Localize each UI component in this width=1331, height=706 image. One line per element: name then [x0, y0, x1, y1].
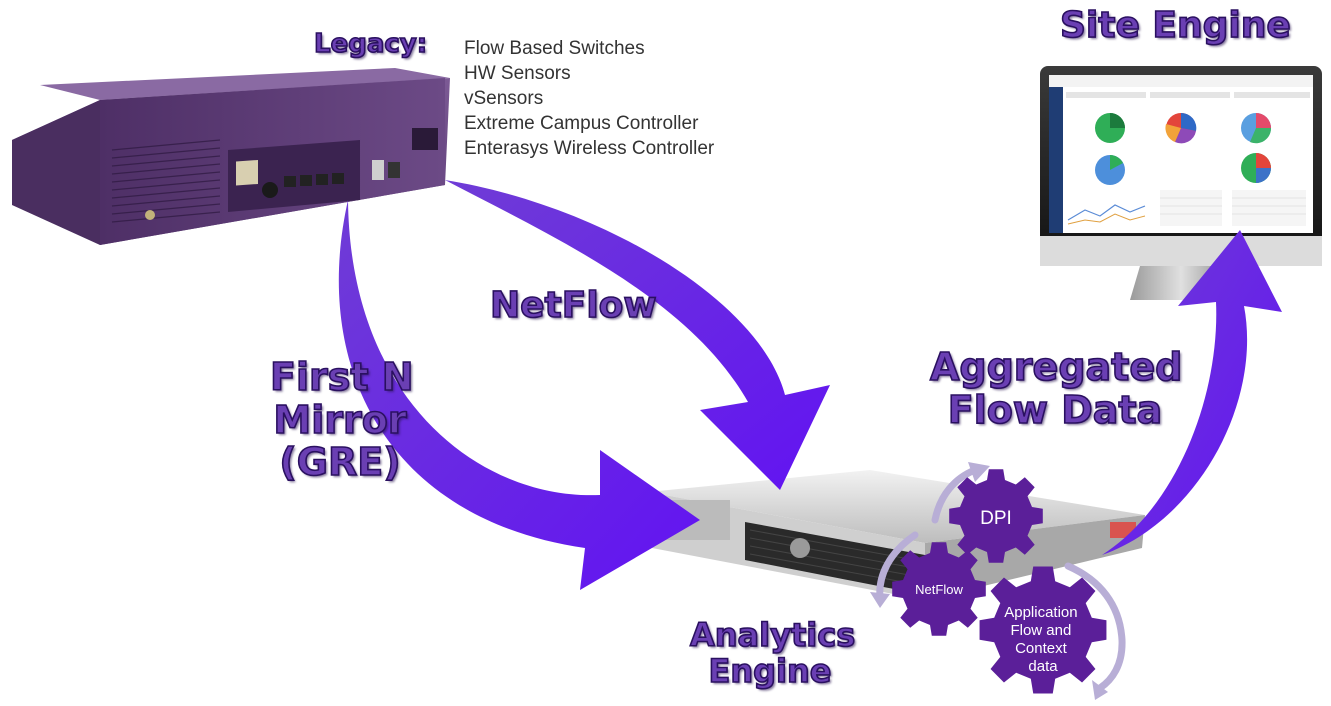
legacy-item-flow-switches: Flow Based Switches — [464, 38, 645, 59]
netflow-label: NetFlow — [489, 284, 657, 326]
cycle-arrows — [876, 466, 1126, 692]
analytics-engine-title: Analytics Engine — [689, 616, 856, 690]
aggregated-flow-arrow — [1102, 230, 1282, 555]
analytics-line: Analytics — [689, 616, 856, 654]
mirror-line: Mirror — [273, 397, 408, 442]
legacy-heading: Legacy: — [313, 29, 428, 60]
aggregated-flow-label: Aggregated Flow Data — [929, 345, 1183, 432]
flow-data-line: Flow Data — [947, 387, 1163, 432]
legacy-item-campus-controller: Extreme Campus Controller — [464, 113, 699, 134]
cycle-arrowhead — [870, 592, 890, 608]
netflow-arrow — [445, 180, 830, 490]
aggregated-line: Aggregated — [929, 345, 1183, 389]
engine-line: Engine — [708, 651, 833, 690]
gear-label-application: Application Flow and Context data — [1004, 604, 1082, 675]
site-engine-monitor — [1040, 66, 1322, 300]
gear-label-dpi: DPI — [980, 508, 1012, 529]
legacy-switch-device — [12, 68, 450, 245]
cycle-arrowhead — [1092, 680, 1108, 700]
legacy-device-list: Flow Based Switches HW Sensors vSensors … — [464, 36, 714, 161]
gear-label-netflow: NetFlow — [915, 582, 963, 597]
cycle-arrowhead — [968, 462, 990, 482]
analytics-engine-server — [648, 470, 1145, 600]
site-engine-title: Site Engine — [1059, 4, 1291, 46]
first-n-mirror-label: First N Mirror (GRE) — [269, 355, 414, 485]
first-n-line: First N — [269, 355, 414, 399]
legacy-item-wireless-controller: Enterasys Wireless Controller — [464, 138, 715, 159]
legacy-item-hw-sensors: HW Sensors — [464, 63, 571, 84]
first-n-mirror-arrow — [338, 200, 700, 590]
gre-line: (GRE) — [279, 440, 402, 485]
legacy-item-vsensors: vSensors — [464, 88, 544, 109]
